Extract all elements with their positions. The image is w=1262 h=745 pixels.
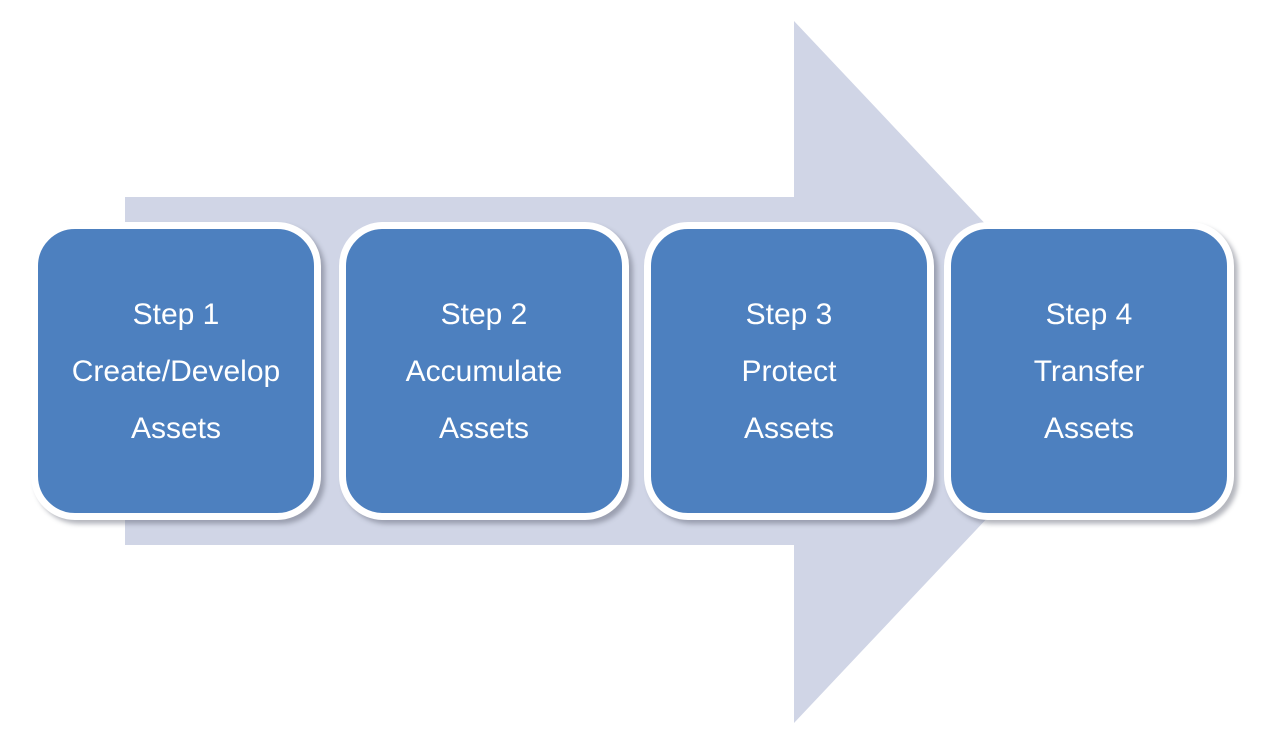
step-4-action: Transfer [1033,354,1145,388]
step-box-4: Step 4 Transfer Assets [944,222,1234,520]
step-4-title: Step 4 [1045,297,1133,331]
step-4-object: Assets [1043,411,1135,445]
step-box-3: Step 3 Protect Assets [644,222,934,520]
step-box-1: Step 1 Create/Develop Assets [31,222,321,520]
step-2-title: Step 2 [440,297,528,331]
step-2-object: Assets [438,411,530,445]
step-1-title: Step 1 [132,297,220,331]
step-1-action: Create/Develop [71,354,281,388]
step-3-object: Assets [743,411,835,445]
step-box-2: Step 2 Accumulate Assets [339,222,629,520]
step-3-action: Protect [741,354,837,388]
step-2-action: Accumulate [405,354,563,388]
step-1-object: Assets [130,411,222,445]
step-3-title: Step 3 [745,297,833,331]
